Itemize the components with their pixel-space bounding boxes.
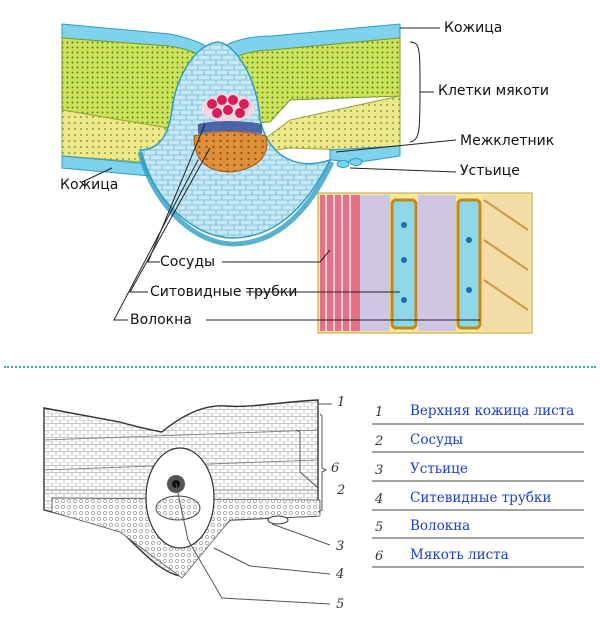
bw-leaf-diagram <box>43 399 332 605</box>
section-divider <box>4 366 596 368</box>
answer-number: 2 <box>375 434 384 449</box>
diagram-number-3: 3 <box>336 539 345 554</box>
diagram-number-4: 4 <box>336 567 345 582</box>
answer-number: 3 <box>375 463 384 478</box>
label-epidermis-left: Кожица <box>60 177 119 193</box>
diagram-number-1: 1 <box>337 395 346 410</box>
xylem-vessels <box>201 94 255 122</box>
answer-text: Волокна <box>410 518 471 534</box>
answer-text: Ситевидные трубки <box>410 490 552 506</box>
answer-text: Мякоть листа <box>410 547 509 563</box>
answer-number: 4 <box>375 492 384 507</box>
phloem <box>193 131 268 173</box>
label-sieve-tubes: Ситовидные трубки <box>150 284 298 300</box>
answer-text: Верхняя кожица листа <box>410 403 575 419</box>
answer-text: Сосуды <box>410 432 464 448</box>
stoma <box>336 158 363 168</box>
top-leader-lines <box>81 27 480 321</box>
diagram-number-6: 6 <box>331 461 340 476</box>
label-vessels: Сосуды <box>160 254 216 270</box>
diagram-number-2: 2 <box>337 483 346 498</box>
answer-text: Устьице <box>410 461 468 477</box>
answer-underlines <box>372 423 584 568</box>
label-fibers: Волокна <box>130 312 192 328</box>
answer-number: 5 <box>375 520 384 535</box>
answer-number: 6 <box>375 549 384 564</box>
longitudinal-section-inset <box>317 192 533 334</box>
label-stoma: Устьице <box>460 163 520 179</box>
diagram-number-5: 5 <box>336 597 345 612</box>
answer-number: 1 <box>375 405 384 420</box>
label-epidermis-top: Кожица <box>444 20 503 36</box>
label-mesophyll-cells: Клетки мякоти <box>438 83 549 99</box>
label-intercellular-space: Межклетник <box>460 133 555 149</box>
